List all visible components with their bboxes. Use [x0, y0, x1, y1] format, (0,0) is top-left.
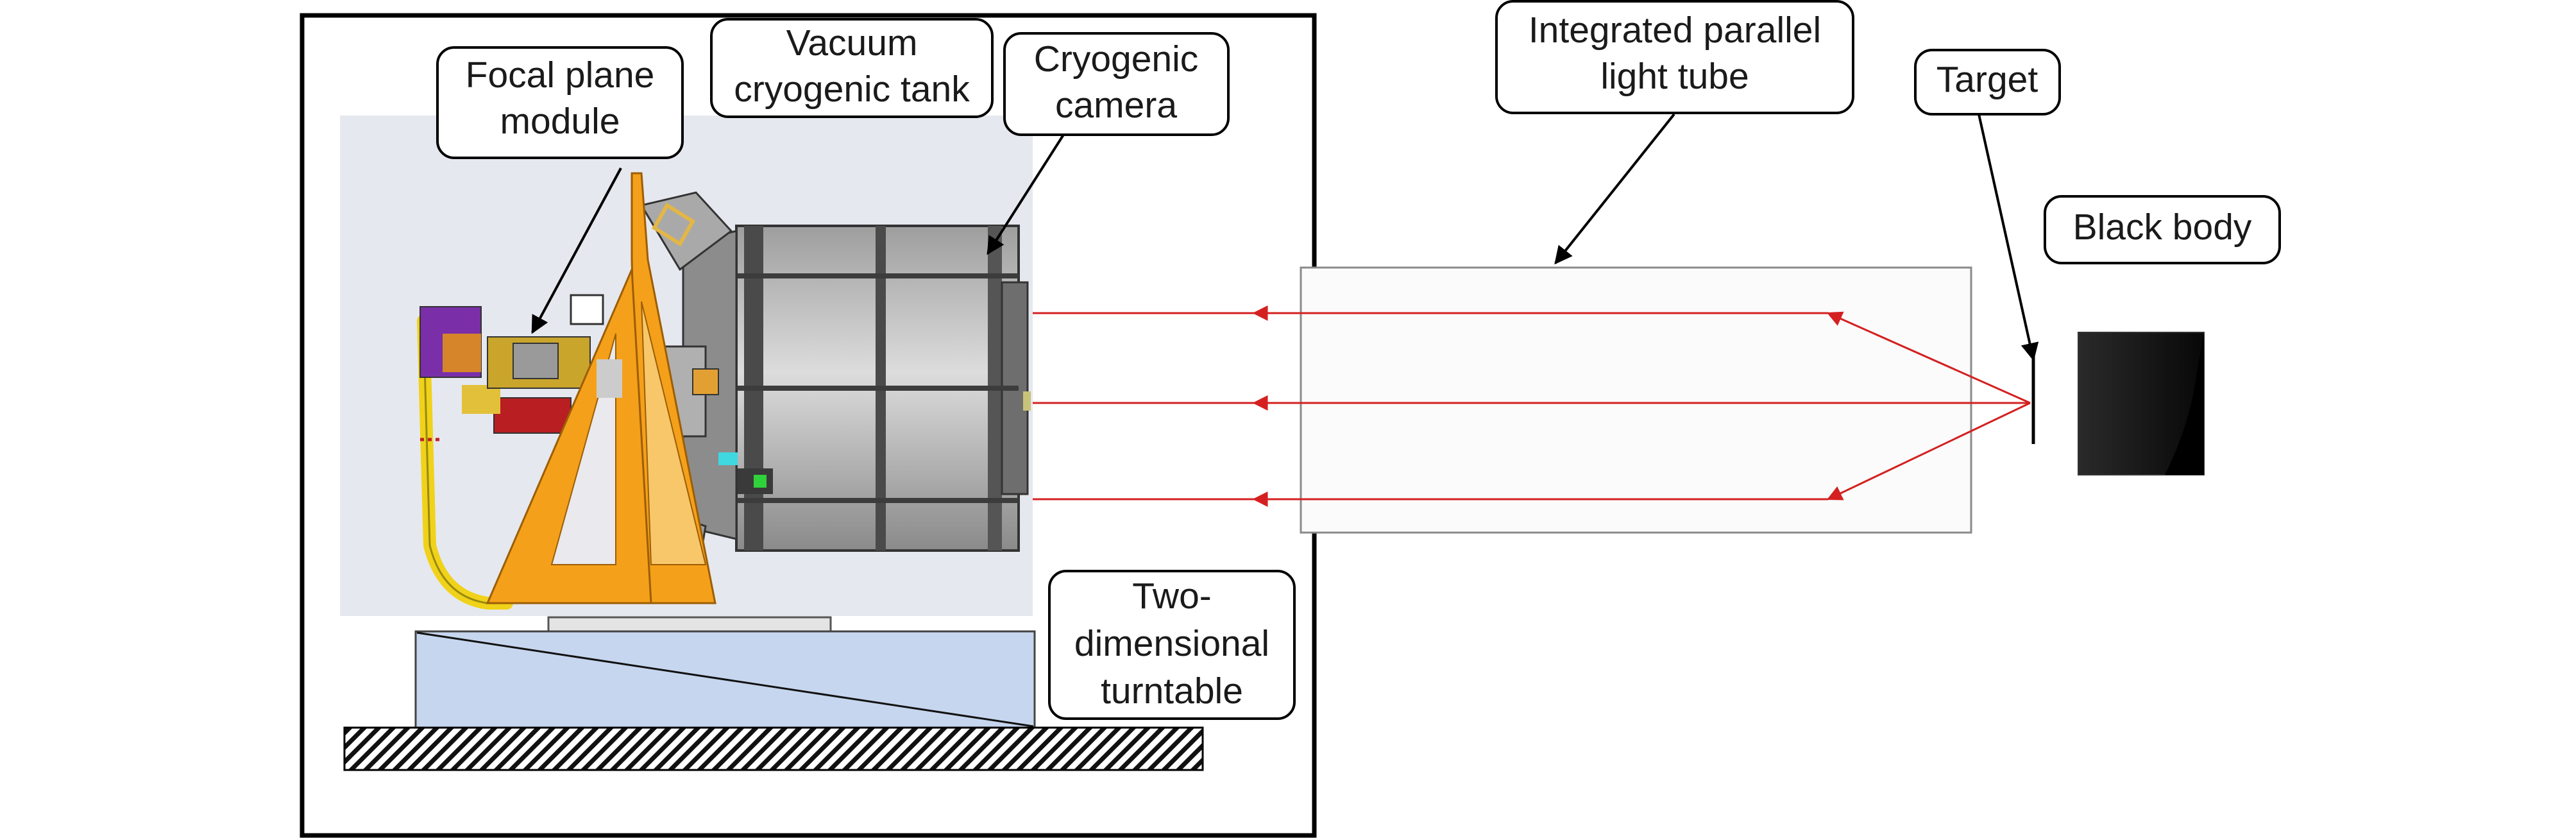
label-vacuum-2: cryogenic tank: [734, 69, 970, 110]
ray-diverge-top: [1826, 311, 2031, 404]
label-black-body: Black body: [2073, 207, 2252, 248]
label-turntable-2: dimensional: [1074, 623, 1269, 664]
arrow-light-tube: [1554, 113, 1675, 265]
parallel-light-tube: [1300, 266, 1972, 534]
label-focal-plane-2: module: [500, 101, 620, 142]
arrow-target: [1978, 114, 2039, 361]
callout-focal-plane: Focal plane module: [436, 46, 684, 159]
label-cryogenic-2: camera: [1055, 85, 1177, 126]
two-dimensional-turntable: [414, 616, 1036, 729]
label-turntable-1: Two-: [1132, 576, 1212, 617]
light-rays: [1033, 305, 2031, 507]
arrow-focal-plane: [531, 167, 622, 334]
callout-vacuum-tank: Vacuum cryogenic tank: [710, 18, 994, 118]
label-light-tube-2: light tube: [1600, 56, 1749, 97]
label-turntable-3: turntable: [1101, 671, 1243, 712]
label-target: Target: [1936, 59, 2038, 100]
black-body: [2078, 332, 2205, 475]
label-focal-plane-1: Focal plane: [466, 55, 655, 96]
turntable-plate: [547, 616, 832, 633]
callout-target: Target: [1914, 49, 2061, 115]
leader-arrows: [531, 113, 2039, 361]
callout-black-body: Black body: [2044, 195, 2281, 264]
a-frame-support: [486, 172, 716, 604]
callout-turntable: Two- dimensional turntable: [1048, 570, 1296, 720]
label-light-tube-1: Integrated parallel: [1529, 10, 1821, 51]
ray-diverge-bottom: [1826, 402, 2031, 500]
arrow-cryogenic-camera: [987, 133, 1065, 255]
label-cryogenic-1: Cryogenic: [1034, 38, 1199, 80]
callout-light-tube: Integrated parallel light tube: [1495, 0, 1854, 114]
callout-cryogenic-camera: Cryogenic camera: [1003, 32, 1230, 136]
label-vacuum-1: Vacuum: [786, 22, 918, 64]
ground-hatch: [343, 726, 1204, 771]
cryogenic-camera: [640, 191, 1031, 597]
